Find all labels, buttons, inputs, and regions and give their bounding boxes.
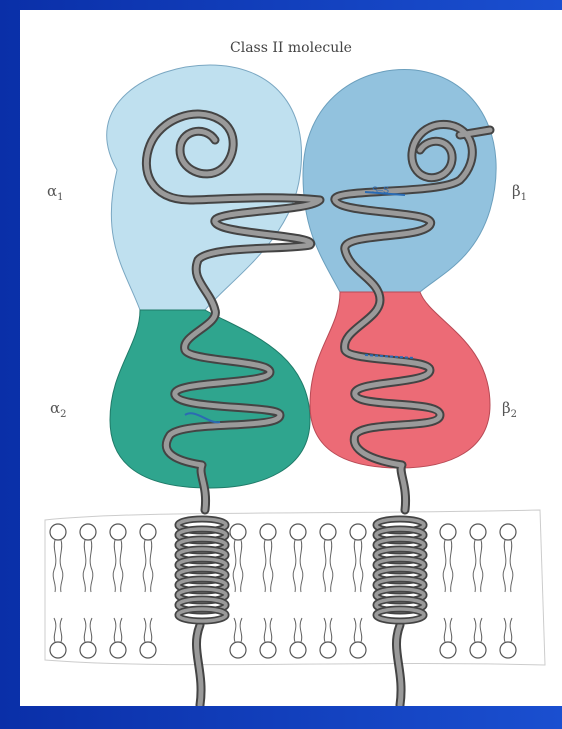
lipid-head-top — [320, 524, 336, 540]
label-beta1-symbol: β — [512, 182, 521, 200]
lipid-head-top — [440, 524, 456, 540]
lipid-head-top — [470, 524, 486, 540]
lipid-head-bottom — [350, 642, 366, 658]
lipid-head-bottom — [80, 642, 96, 658]
lipid-head-bottom — [260, 642, 276, 658]
lipid-head-top — [140, 524, 156, 540]
lipid-head-top — [80, 524, 96, 540]
lipid-head-top — [110, 524, 126, 540]
alpha2-domain — [110, 310, 310, 488]
lipid-head-top — [350, 524, 366, 540]
label-beta1-sub: 1 — [521, 192, 527, 203]
lipid-head-top — [230, 524, 246, 540]
lipid-head-bottom — [440, 642, 456, 658]
label-alpha2-symbol: α — [50, 399, 60, 417]
membrane — [45, 510, 545, 665]
label-beta2-symbol: β — [502, 399, 511, 417]
alpha-transmembrane-helix — [178, 519, 226, 621]
label-beta1: β1 — [512, 182, 527, 203]
lipid-head-top — [50, 524, 66, 540]
label-alpha2: α2 — [50, 399, 67, 420]
label-beta2-sub: 2 — [511, 409, 517, 420]
label-alpha1-sub: 1 — [57, 192, 63, 203]
lipid-head-bottom — [110, 642, 126, 658]
lipid-head-bottom — [290, 642, 306, 658]
alpha1-domain — [107, 65, 302, 310]
lipid-head-bottom — [320, 642, 336, 658]
lipid-head-top — [500, 524, 516, 540]
label-alpha2-sub: 2 — [60, 409, 66, 420]
lipid-head-bottom — [230, 642, 246, 658]
label-beta2: β2 — [502, 399, 517, 420]
lipid-head-top — [290, 524, 306, 540]
lipid-head-bottom — [140, 642, 156, 658]
lipid-head-top — [260, 524, 276, 540]
label-alpha1: α1 — [47, 182, 64, 203]
label-alpha1-symbol: α — [47, 182, 57, 200]
beta1-domain — [303, 70, 496, 292]
diagram-panel: Class II molecule — [20, 10, 562, 706]
beta1-disulfide-label: S–S — [372, 185, 389, 195]
lipid-head-bottom — [470, 642, 486, 658]
class-ii-molecule-diagram: S–S — [20, 10, 562, 706]
lipid-head-bottom — [50, 642, 66, 658]
beta-transmembrane-helix — [376, 519, 424, 621]
lipid-head-bottom — [500, 642, 516, 658]
